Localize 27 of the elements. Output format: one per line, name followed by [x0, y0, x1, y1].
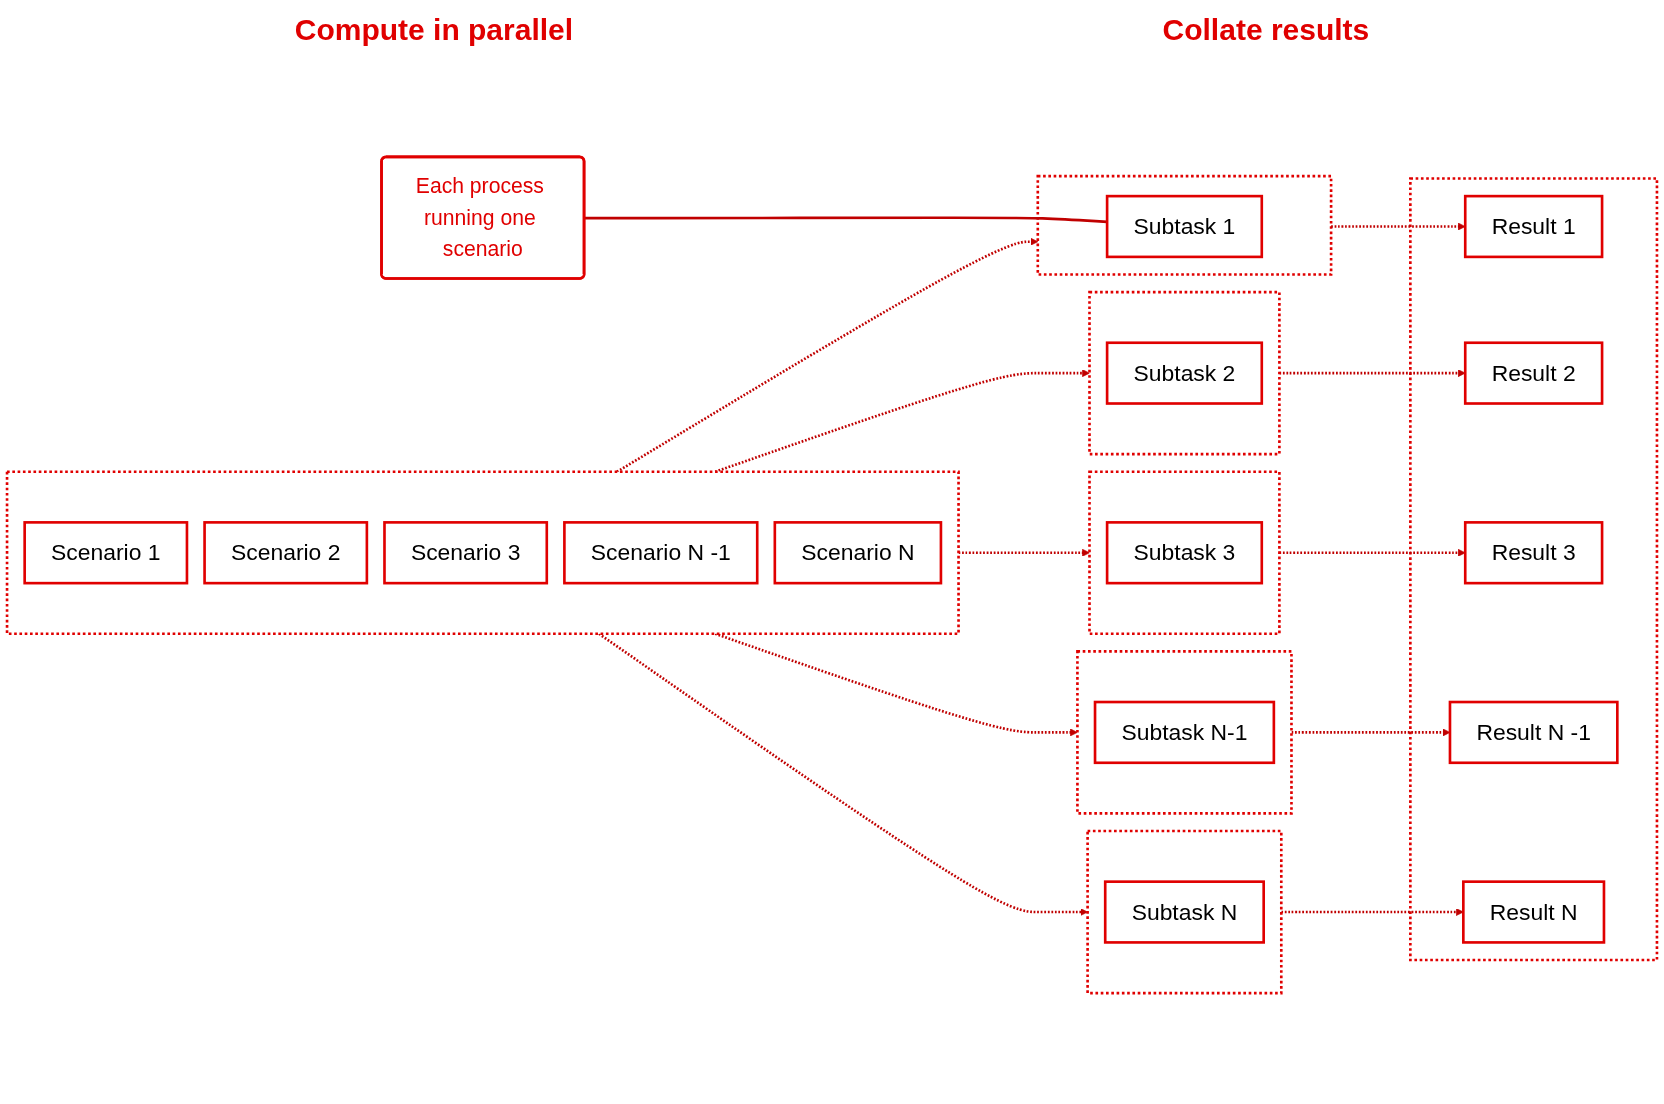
arrow	[1331, 222, 1466, 231]
node-box: Subtask 2	[1105, 341, 1264, 405]
node-box: Result 3	[1463, 521, 1604, 585]
node-box: Scenario N -1	[563, 521, 759, 585]
connector	[584, 216, 1108, 224]
cluster	[1409, 177, 1659, 962]
node-box: Subtask N	[1103, 880, 1265, 944]
node-box: Scenario 1	[23, 521, 189, 585]
node-box: Subtask N-1	[1093, 700, 1276, 765]
cluster	[1088, 290, 1281, 456]
node-box: Scenario N	[773, 521, 943, 585]
node-box: Scenario 3	[383, 521, 549, 585]
node-box: Subtask 1	[1105, 194, 1264, 259]
node-box: Subtask 3	[1105, 521, 1264, 585]
heading-text: Collate results	[1162, 13, 1370, 47]
arrow	[1281, 908, 1464, 916]
cluster	[1076, 650, 1293, 815]
cluster	[5, 470, 960, 636]
heading-text: Compute in parallel	[294, 13, 574, 47]
cluster	[1088, 470, 1281, 636]
cluster	[1086, 829, 1283, 995]
node-box: Result 2	[1463, 341, 1604, 405]
node-box: Result 1	[1463, 194, 1604, 259]
node-box: Result N	[1462, 880, 1606, 944]
cluster	[1036, 174, 1333, 276]
node-box: Scenario 2	[203, 521, 369, 585]
node-box: Result N -1	[1448, 700, 1619, 765]
